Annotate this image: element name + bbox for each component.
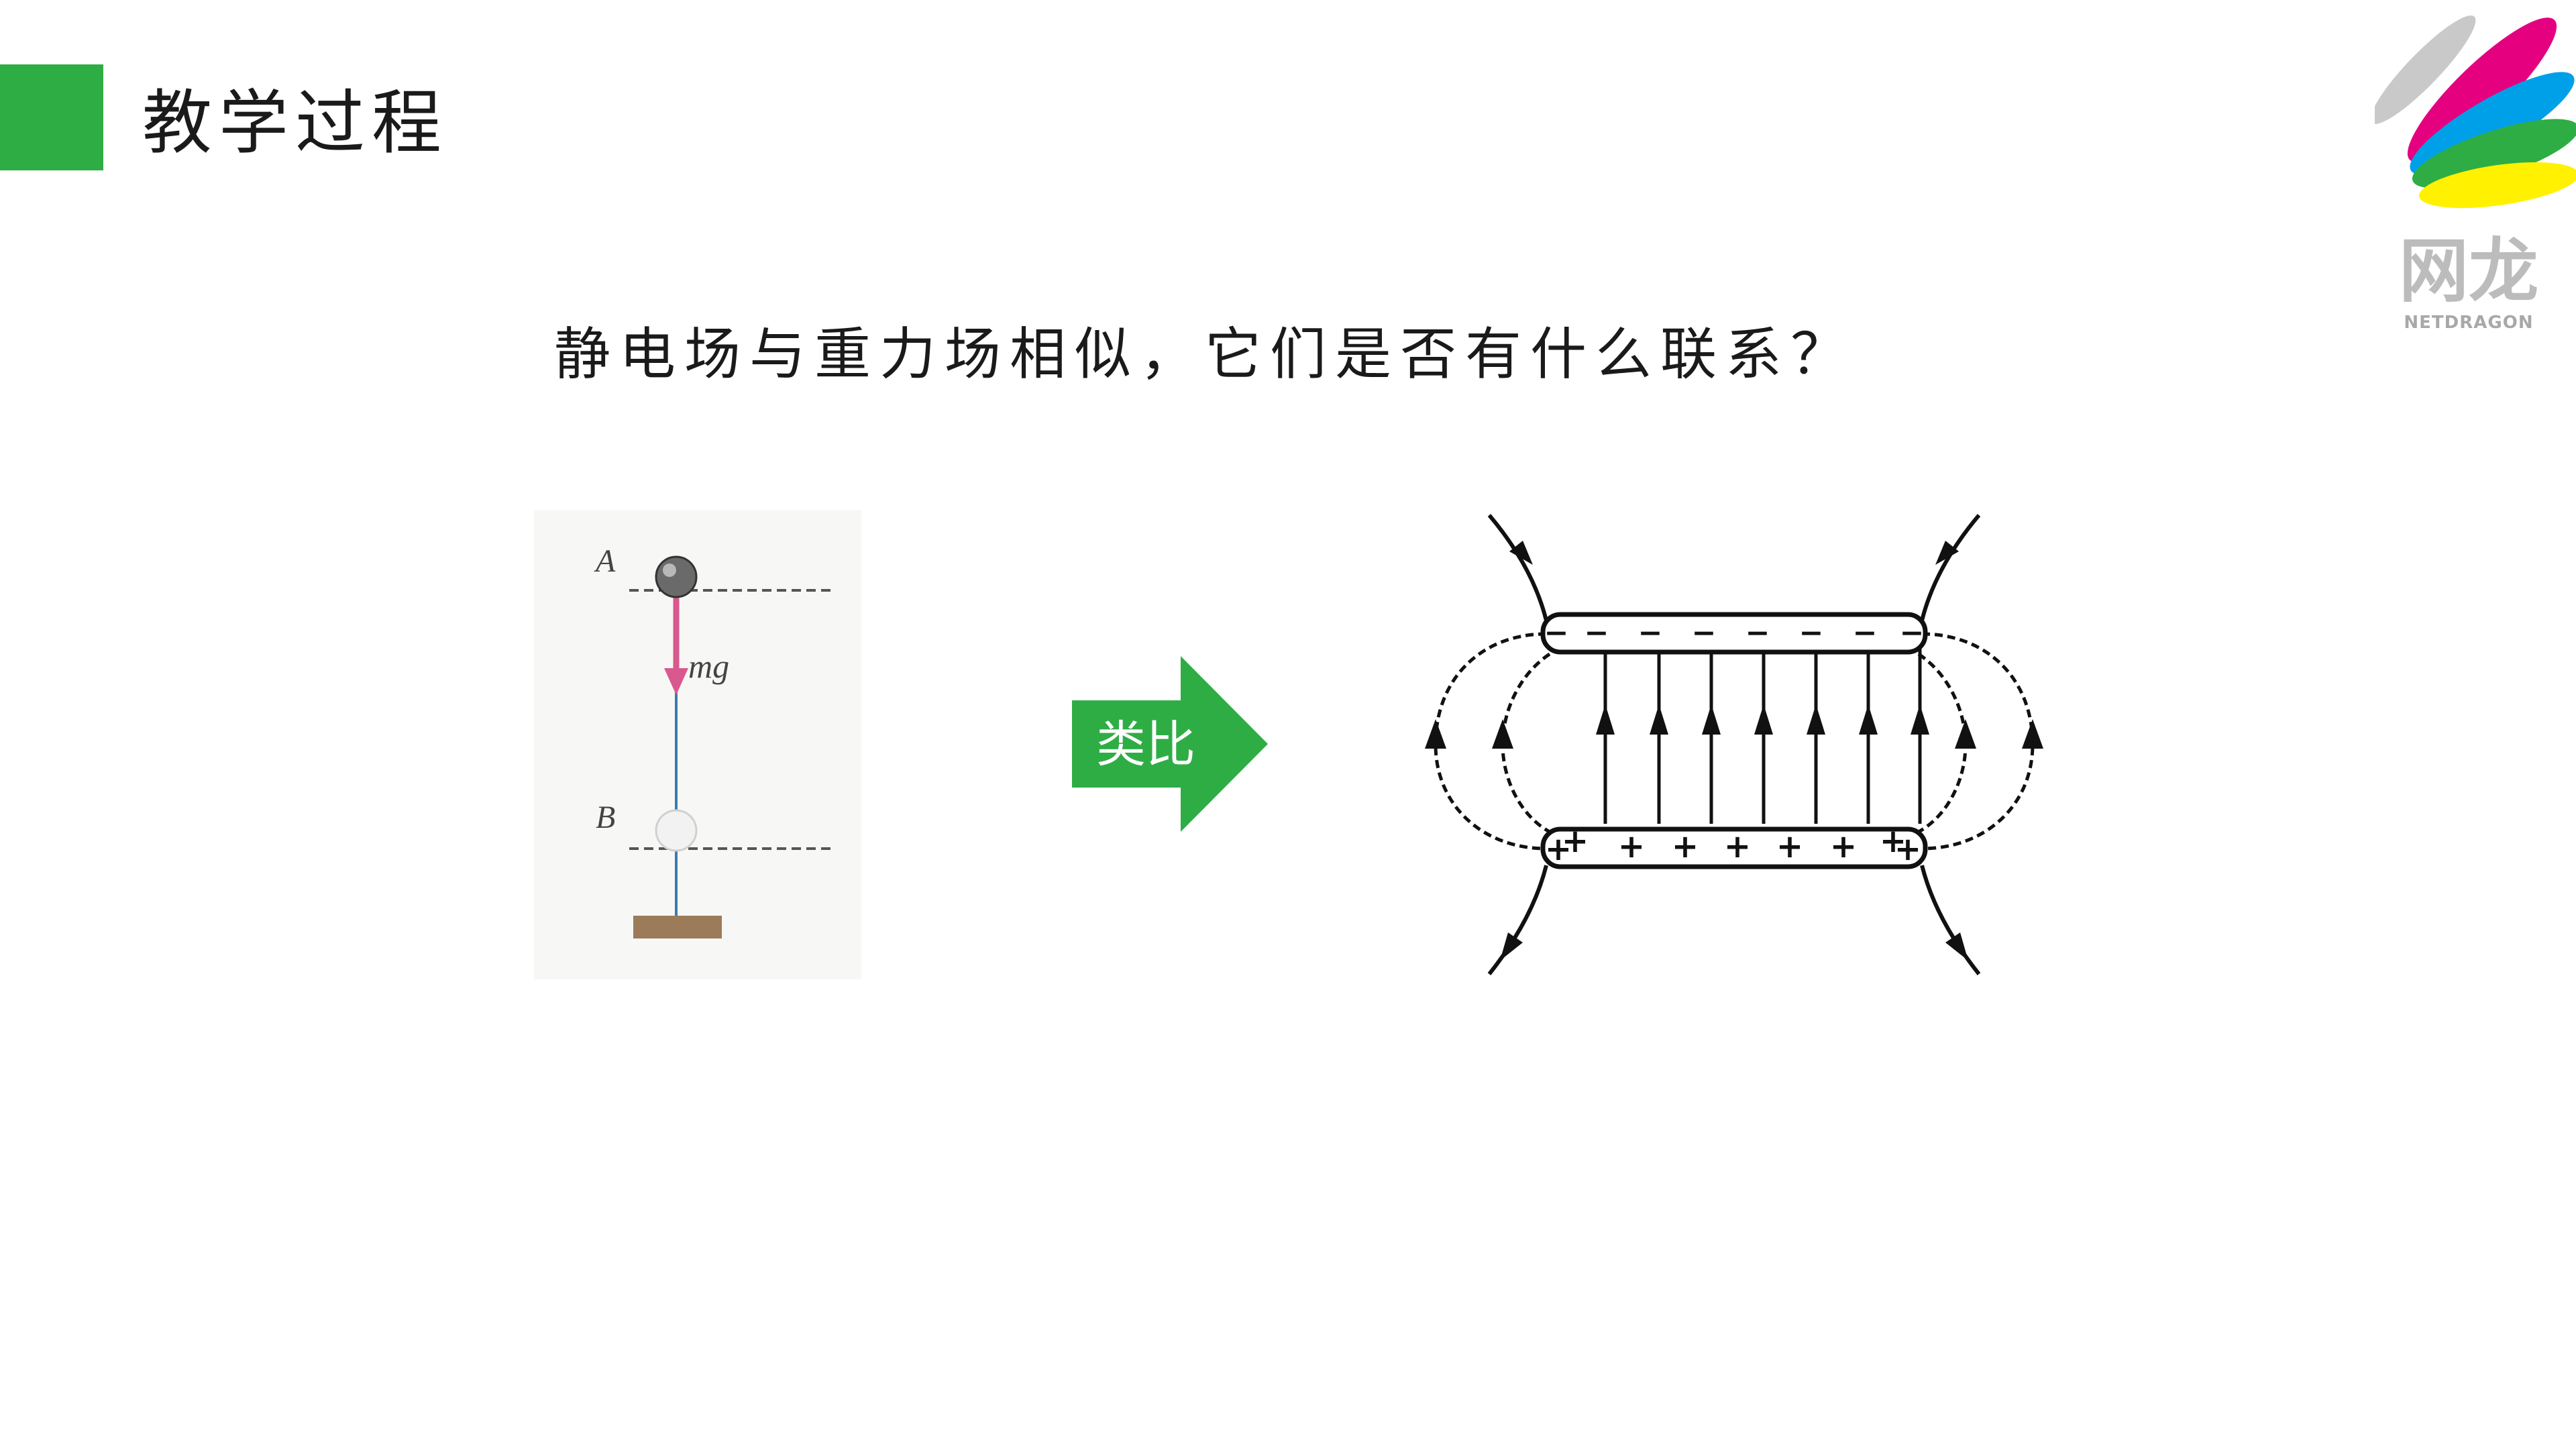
analogy-label: 类比 xyxy=(1096,716,1195,773)
uniform-field-arrows xyxy=(1596,704,1929,735)
svg-text:−: − xyxy=(1638,616,1663,650)
negative-charge-signs: − − − − − − − − xyxy=(1544,616,1925,650)
arrow-bottom-left xyxy=(1500,932,1523,961)
arrow-fringe-right-outer xyxy=(2022,719,2043,749)
corner-line-top-right xyxy=(1920,514,1981,621)
logo-petals-icon xyxy=(2375,15,2576,209)
svg-text:+: + xyxy=(1894,830,1921,868)
corner-line-top-left xyxy=(1487,514,1548,621)
gravity-field-figure: A B mg xyxy=(534,510,861,979)
ball-at-b xyxy=(655,809,698,852)
positive-charge-signs: + + + + + + + + + xyxy=(1545,822,1921,868)
electric-field-figure: − − − − − − − − + + + + + + + + + xyxy=(1422,510,2053,979)
arrow-fringe-left-inner xyxy=(1492,719,1513,749)
analogy-arrow-shape xyxy=(1072,656,1268,832)
fringe-field-lines xyxy=(1434,632,2035,851)
svg-text:+: + xyxy=(1724,828,1751,865)
fringe-line-right-outer xyxy=(1921,632,2035,851)
analogy-arrow: 类比 xyxy=(1072,656,1268,832)
netdragon-logo: 网龙 NETDRAGON xyxy=(2375,9,2576,345)
logo-name-cn: 网龙 xyxy=(2398,230,2538,312)
point-a-label: A xyxy=(594,543,616,579)
ball-at-a xyxy=(655,555,698,598)
corner-field-lines xyxy=(1487,514,1981,975)
svg-text:−: − xyxy=(1746,616,1770,650)
ball-at-a-highlight xyxy=(663,564,676,577)
arrow-top-right xyxy=(1935,541,1959,565)
logo-petal-yellow xyxy=(2419,162,2576,209)
positive-plate xyxy=(1540,826,1928,869)
svg-text:+: + xyxy=(1672,828,1699,865)
svg-text:−: − xyxy=(1544,616,1569,650)
svg-text:+: + xyxy=(1618,828,1645,865)
svg-text:−: − xyxy=(1900,616,1925,650)
svg-text:+: + xyxy=(1776,828,1803,865)
arrow-bottom-right xyxy=(1945,932,1968,961)
figure-background xyxy=(534,510,861,979)
svg-text:−: − xyxy=(1692,616,1717,650)
logo-name-en: NETDRAGON xyxy=(2404,313,2534,333)
force-label: mg xyxy=(688,647,729,685)
negative-plate xyxy=(1540,612,1928,655)
svg-text:+: + xyxy=(1545,830,1572,868)
question-text: 静电场与重力场相似，它们是否有什么联系？ xyxy=(554,321,1856,387)
logo-petal-green xyxy=(2412,119,2576,189)
corner-line-bottom-left xyxy=(1487,865,1548,975)
title-accent-block xyxy=(0,64,103,170)
svg-text:−: − xyxy=(1585,616,1609,650)
ground-block xyxy=(633,916,722,938)
fringe-line-left-outer xyxy=(1434,632,1547,851)
corner-line-bottom-right xyxy=(1920,865,1981,975)
slide-title: 教学过程 xyxy=(142,82,449,164)
svg-text:−: − xyxy=(1799,616,1824,650)
svg-text:+: + xyxy=(1562,822,1589,860)
svg-text:+: + xyxy=(1880,822,1907,860)
logo-petal-gray xyxy=(2375,15,2476,124)
svg-text:+: + xyxy=(1830,828,1857,865)
mg-force-arrow-head xyxy=(664,668,688,695)
svg-text:−: − xyxy=(1853,616,1878,650)
point-b-label: B xyxy=(596,800,615,835)
arrow-top-left xyxy=(1509,541,1533,565)
arrow-fringe-right-inner xyxy=(1955,719,1976,749)
arrow-fringe-left-outer xyxy=(1425,719,1446,749)
